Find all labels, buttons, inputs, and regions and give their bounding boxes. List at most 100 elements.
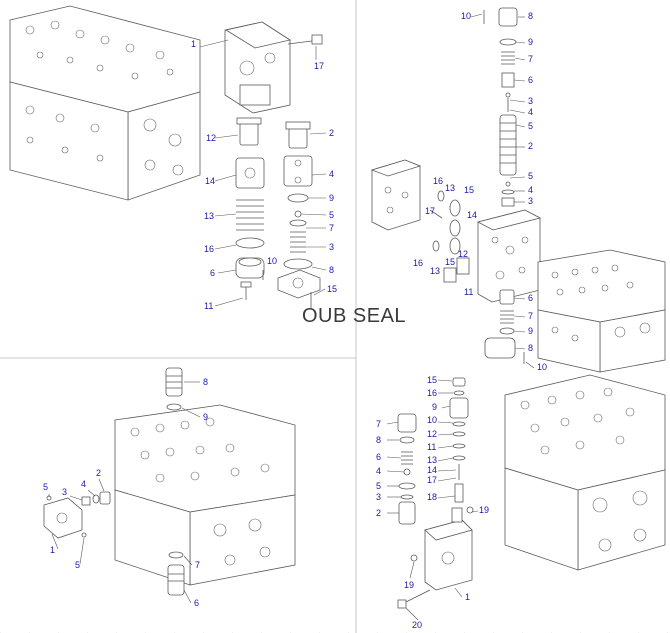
callout-top-left-9: 9 (329, 193, 334, 203)
callout-top-right-6: 6 (528, 293, 533, 303)
callout-top-right-10: 10 (537, 362, 547, 372)
part-stack-top-right (483, 7, 518, 207)
callout-bottom-right-13: 13 (427, 455, 437, 465)
block-holes (25, 20, 184, 176)
callout-top-left-5: 5 (329, 210, 334, 220)
callout-top-left-3: 3 (329, 242, 334, 252)
overlay-label: OUB SEAL (302, 305, 407, 327)
callout-bottom-left-2: 2 (96, 468, 101, 478)
callout-top-right-9: 9 (528, 326, 533, 336)
callout-top-right-16: 16 (413, 258, 423, 268)
callout-bottom-left-6: 6 (194, 598, 199, 608)
valve-block-small (370, 159, 422, 231)
callout-top-right-2: 2 (528, 141, 533, 151)
part-stack-right (277, 121, 321, 308)
part-section-1 (424, 506, 474, 591)
part-housing (224, 21, 292, 114)
part-stack-center (449, 377, 469, 503)
callout-top-right-7: 7 (528, 54, 533, 64)
callout-bottom-right-8: 8 (376, 435, 381, 445)
valve-block-top-right (537, 249, 666, 373)
callout-top-left-12: 12 (206, 133, 216, 143)
callout-bottom-right-18: 18 (427, 492, 437, 502)
part-plug-3-4 (81, 491, 111, 506)
callout-bottom-left-1: 1 (50, 545, 55, 555)
callout-bottom-left-9: 9 (203, 412, 208, 422)
callout-top-right-5: 5 (528, 171, 533, 181)
callout-top-right-3: 3 (528, 96, 533, 106)
panel-top-right (370, 7, 666, 373)
panel-top-left (9, 5, 327, 308)
callout-bottom-right-15: 15 (427, 375, 437, 385)
callout-top-right-17: 17 (425, 206, 435, 216)
part-section-body (476, 209, 542, 303)
callout-bottom-right-6: 6 (376, 452, 381, 462)
callout-bottom-right-2: 2 (376, 508, 381, 518)
callout-top-left-13: 13 (204, 211, 214, 221)
callout-top-left-17: 17 (314, 61, 324, 71)
callout-top-right-14: 14 (467, 210, 477, 220)
callout-top-left-11: 11 (204, 301, 213, 311)
callout-top-left-16: 16 (204, 244, 214, 254)
part-stack-left-br (397, 413, 417, 525)
panel-bottom-left (43, 367, 296, 604)
callout-top-left-8: 8 (329, 265, 334, 275)
callout-top-right-15: 15 (464, 185, 474, 195)
callout-bottom-right-20: 20 (412, 620, 422, 630)
callout-bottom-right-9: 9 (432, 402, 437, 412)
callout-top-right-9: 9 (528, 37, 533, 47)
callout-top-left-15: 15 (327, 284, 337, 294)
callout-bottom-left-5: 5 (75, 560, 80, 570)
callout-top-right-7: 7 (528, 311, 533, 321)
callout-bottom-right-14: 14 (427, 465, 437, 475)
part-seals-left (429, 190, 470, 283)
callout-bottom-left-8: 8 (203, 377, 208, 387)
callout-bottom-right-4: 4 (376, 466, 381, 476)
callout-bottom-right-19: 19 (404, 580, 414, 590)
callout-bottom-right-12: 12 (427, 429, 437, 439)
callout-top-right-13: 13 (445, 183, 455, 193)
callout-bottom-left-4: 4 (81, 479, 86, 489)
callout-top-right-10: 10 (461, 11, 471, 21)
callout-top-right-6: 6 (528, 75, 533, 85)
valve-block-bottom-right (504, 374, 666, 571)
callout-top-right-3: 3 (528, 196, 533, 206)
part-bolt-20 (397, 554, 431, 609)
valve-block-top-left (9, 5, 201, 201)
callout-top-left-6: 6 (210, 268, 215, 278)
callout-bottom-right-11: 11 (427, 442, 436, 452)
callout-bottom-right-19: 19 (479, 505, 489, 515)
callout-top-left-14: 14 (205, 176, 215, 186)
part-stack-lower (484, 289, 525, 364)
part-bolt-17 (287, 34, 323, 45)
part-valve-8 (165, 367, 183, 411)
callout-bottom-left-3: 3 (62, 487, 67, 497)
callout-bottom-right-16: 16 (427, 388, 437, 398)
callout-bottom-right-1: 1 (465, 592, 470, 602)
callout-bottom-left-5: 5 (43, 482, 48, 492)
callout-top-left-4: 4 (329, 169, 334, 179)
callout-top-left-1: 1 (191, 39, 196, 49)
valve-block-bottom-left (114, 404, 296, 586)
callout-bottom-right-3: 3 (376, 492, 381, 502)
callout-top-right-11: 11 (464, 287, 473, 297)
callout-top-right-16: 16 (433, 176, 443, 186)
callout-top-right-5: 5 (528, 121, 533, 131)
callout-top-right-15: 15 (445, 257, 455, 267)
callout-top-right-8: 8 (528, 11, 533, 21)
part-stack-left (235, 117, 265, 300)
callout-top-right-4: 4 (528, 185, 533, 195)
callout-bottom-right-17: 17 (427, 475, 437, 485)
callout-bottom-left-7: 7 (195, 560, 200, 570)
callout-top-right-8: 8 (528, 343, 533, 353)
panel-bottom-right (386, 374, 666, 621)
part-valve-6 (167, 551, 185, 596)
callout-top-left-10: 10 (267, 256, 277, 266)
callout-bottom-right-7: 7 (376, 419, 381, 429)
callout-bottom-right-5: 5 (376, 481, 381, 491)
callout-top-right-4: 4 (528, 107, 533, 117)
callout-top-left-2: 2 (329, 128, 334, 138)
callout-top-right-12: 12 (458, 249, 468, 259)
